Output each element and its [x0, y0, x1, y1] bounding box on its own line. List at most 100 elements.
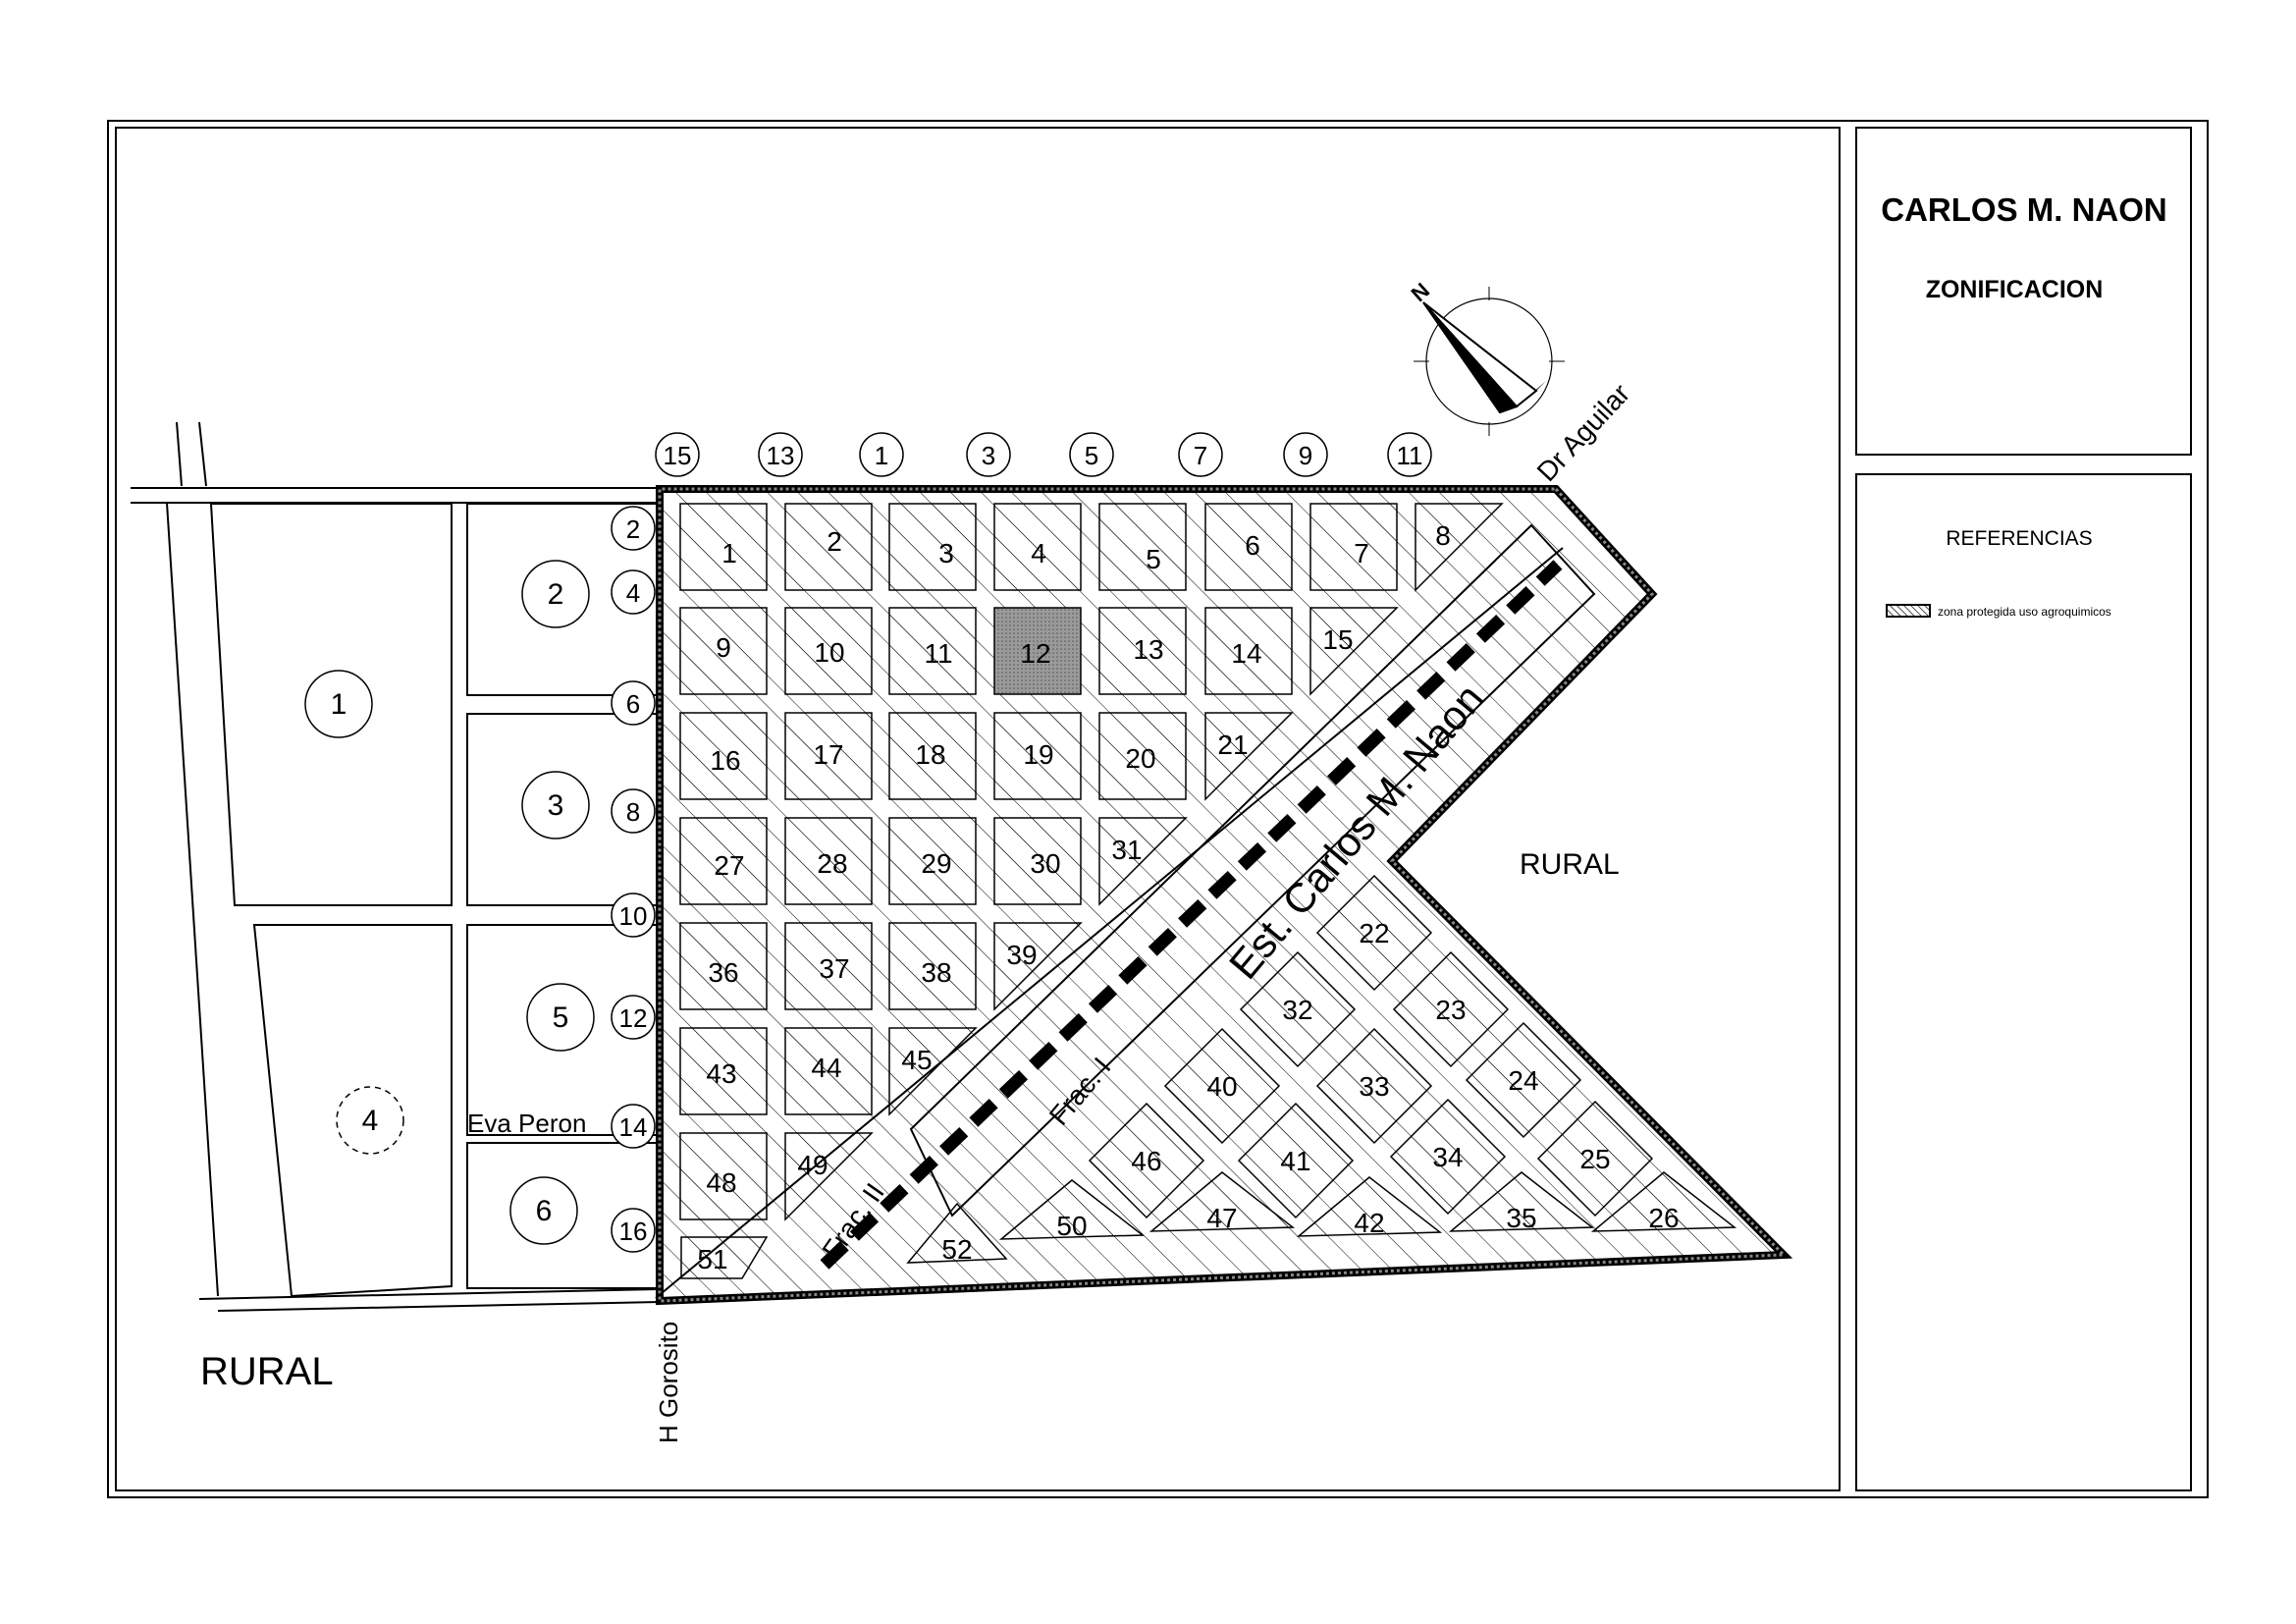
block-13: 13 [1098, 607, 1187, 695]
svg-text:51: 51 [697, 1244, 727, 1274]
top-street-number-7: 7 [1178, 432, 1223, 477]
block-23: 23 [1392, 950, 1510, 1068]
svg-text:46: 46 [1131, 1146, 1161, 1176]
block-38: 38 [888, 922, 977, 1010]
sheet-outer-frame [107, 120, 2209, 1498]
svg-text:6: 6 [1245, 530, 1260, 561]
block-25: 25 [1536, 1100, 1654, 1218]
block-10: 10 [784, 607, 873, 695]
svg-text:30: 30 [1030, 848, 1060, 879]
block-40: 40 [1163, 1027, 1281, 1145]
svg-text:18: 18 [915, 739, 945, 770]
street-label-eva-peron: Eva Peron [467, 1109, 586, 1138]
block-48: 48 [679, 1132, 768, 1220]
block-27: 27 [679, 817, 768, 905]
street-label-h-gorosito: H Gorosito [654, 1322, 683, 1443]
svg-text:22: 22 [1359, 918, 1389, 948]
svg-text:16: 16 [710, 745, 740, 776]
svg-text:17: 17 [813, 739, 843, 770]
svg-text:12: 12 [1020, 638, 1050, 669]
svg-text:36: 36 [708, 957, 738, 988]
block-52: 52 [906, 1202, 1008, 1265]
block-6: 6 [1204, 503, 1293, 591]
protected-zone-label: zona protegida uso agroquimicos [1938, 605, 2111, 619]
svg-text:7: 7 [1194, 441, 1207, 470]
svg-text:9: 9 [1299, 441, 1312, 470]
svg-text:27: 27 [714, 850, 744, 881]
svg-text:1: 1 [875, 441, 888, 470]
block-34: 34 [1389, 1098, 1507, 1216]
left-street-number-16: 16 [611, 1208, 656, 1253]
svg-text:7: 7 [1354, 538, 1369, 568]
outer-block-6: 6 [509, 1176, 578, 1245]
svg-text:43: 43 [706, 1058, 736, 1089]
block-43: 43 [679, 1027, 768, 1115]
svg-text:42: 42 [1354, 1208, 1384, 1238]
svg-text:38: 38 [921, 957, 951, 988]
block-5: 5 [1098, 503, 1187, 591]
svg-text:47: 47 [1206, 1203, 1237, 1233]
block-22: 22 [1315, 874, 1433, 992]
top-street-number-5: 5 [1069, 432, 1114, 477]
svg-text:2: 2 [548, 578, 564, 611]
svg-text:10: 10 [619, 901, 648, 931]
block-39: 39 [993, 922, 1083, 1011]
svg-text:4: 4 [626, 578, 640, 608]
outer-block-1: 1 [304, 670, 373, 738]
block-3: 3 [888, 503, 977, 591]
block-16: 16 [679, 712, 768, 800]
block-20: 20 [1098, 712, 1187, 800]
title-block-frame [1855, 127, 2192, 456]
block-50: 50 [998, 1179, 1146, 1241]
left-street-number-2: 2 [611, 506, 656, 551]
map-subtitle: ZONIFICACION [1926, 276, 2104, 303]
block-47: 47 [1148, 1171, 1296, 1233]
top-street-number-1: 1 [859, 432, 904, 477]
left-street-number-4: 4 [611, 569, 656, 615]
references-frame [1855, 473, 2192, 1491]
svg-text:14: 14 [619, 1112, 648, 1142]
svg-text:50: 50 [1056, 1211, 1087, 1241]
block-14: 14 [1204, 607, 1293, 695]
map-title: CARLOS M. NAON [1881, 191, 2167, 228]
block-26: 26 [1590, 1171, 1737, 1233]
rural-east-label: RURAL [1520, 848, 1620, 881]
block-42: 42 [1296, 1176, 1443, 1238]
svg-text:11: 11 [1397, 441, 1423, 470]
top-street-number-9: 9 [1283, 432, 1328, 477]
svg-text:10: 10 [814, 637, 844, 668]
svg-text:35: 35 [1506, 1203, 1536, 1233]
railway-line [820, 560, 1563, 1270]
block-18: 18 [888, 712, 977, 800]
top-street-number-11: 11 [1387, 432, 1432, 477]
block-1: 1 [679, 503, 768, 591]
block-30: 30 [993, 817, 1082, 905]
svg-text:40: 40 [1206, 1071, 1237, 1102]
svg-text:11: 11 [924, 638, 952, 669]
block-8: 8 [1415, 503, 1504, 592]
block-9: 9 [679, 607, 768, 695]
block-11: 11 [888, 607, 977, 695]
block-31: 31 [1098, 817, 1188, 906]
protected-zone-swatch [1886, 604, 1931, 618]
outer-blocks [209, 503, 658, 1298]
urban-zone-border-inner [658, 487, 1788, 1303]
svg-text:16: 16 [619, 1217, 648, 1246]
svg-text:3: 3 [548, 789, 564, 822]
svg-text:4: 4 [1031, 538, 1046, 568]
block-29: 29 [888, 817, 977, 905]
outer-block-2: 2 [521, 560, 590, 628]
west-roads [131, 421, 661, 1312]
svg-text:12: 12 [619, 1003, 648, 1033]
svg-text:45: 45 [901, 1045, 932, 1075]
block-49: 49 [784, 1132, 874, 1221]
svg-text:48: 48 [706, 1167, 736, 1198]
svg-text:13: 13 [767, 441, 795, 470]
block-35: 35 [1448, 1171, 1595, 1233]
svg-text:15: 15 [664, 441, 692, 470]
block-2: 2 [784, 503, 873, 591]
block-36: 36 [679, 922, 768, 1010]
svg-text:26: 26 [1648, 1203, 1679, 1233]
